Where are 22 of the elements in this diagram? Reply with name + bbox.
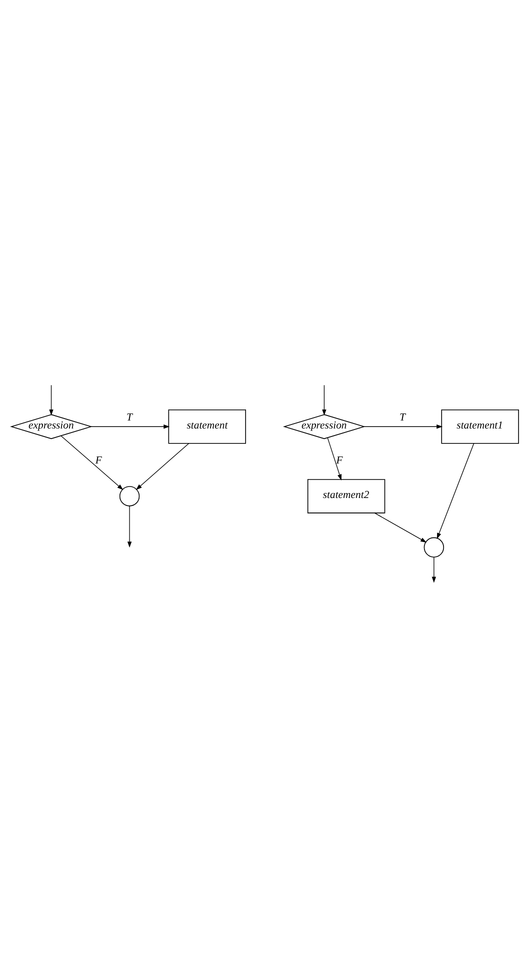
edge-label: F	[336, 454, 343, 466]
edge-label: T	[399, 410, 406, 423]
node-circle	[119, 486, 140, 506]
node-diamond: expression	[282, 414, 366, 439]
arrow	[432, 556, 436, 582]
node-diamond: expression	[10, 414, 92, 439]
arrow	[127, 505, 132, 548]
node-box: statement	[168, 409, 246, 444]
arrow	[364, 424, 443, 428]
arrow	[49, 384, 54, 415]
node-box: statement1	[441, 409, 519, 444]
node-box: statement2	[307, 478, 386, 513]
arrow	[374, 512, 427, 542]
arrow	[60, 435, 124, 490]
edge-label: F	[95, 454, 102, 466]
arrow	[322, 384, 326, 415]
arrow	[90, 424, 170, 428]
edge-label: T	[126, 410, 132, 423]
arrow	[136, 442, 190, 490]
node-circle	[424, 536, 444, 557]
arrow	[436, 442, 474, 538]
arrow	[327, 436, 342, 480]
